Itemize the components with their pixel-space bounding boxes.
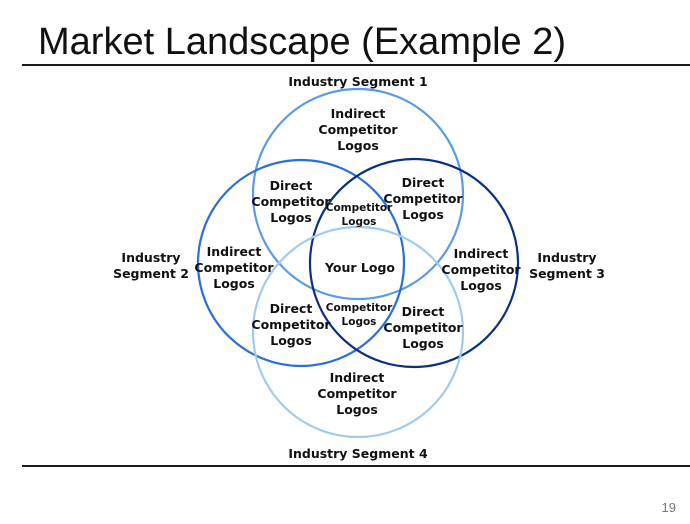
segment-3-label: Industry Segment 3 bbox=[529, 250, 605, 281]
segment-2-label: Industry Segment 2 bbox=[113, 250, 189, 281]
circle-segment-1 bbox=[251, 87, 465, 301]
title-divider bbox=[22, 64, 690, 66]
lower-center-competitor-logos: Competitor Logos bbox=[325, 302, 393, 328]
upper-center-competitor-logos: Competitor Logos bbox=[325, 202, 393, 228]
center-your-logo: Your Logo bbox=[325, 260, 395, 275]
lower-right-direct-logos: Direct Competitor Logos bbox=[383, 304, 463, 351]
segment-1-label: Industry Segment 1 bbox=[288, 74, 428, 89]
circle-segment-4 bbox=[251, 225, 465, 439]
right-indirect-logos: Indirect Competitor Logos bbox=[441, 246, 521, 293]
page-number: 19 bbox=[661, 500, 676, 515]
top-indirect-logos: Indirect Competitor Logos bbox=[318, 106, 398, 153]
upper-right-direct-logos: Direct Competitor Logos bbox=[383, 175, 463, 222]
bottom-indirect-logos: Indirect Competitor Logos bbox=[317, 370, 397, 417]
circle-segment-2 bbox=[196, 158, 406, 368]
circle-segment-3 bbox=[308, 157, 520, 369]
left-indirect-logos: Indirect Competitor Logos bbox=[194, 244, 274, 291]
upper-left-direct-logos: Direct Competitor Logos bbox=[251, 178, 331, 225]
segment-4-label: Industry Segment 4 bbox=[288, 446, 428, 461]
footer-divider bbox=[22, 465, 690, 467]
lower-left-direct-logos: Direct Competitor Logos bbox=[251, 301, 331, 348]
slide-title: Market Landscape (Example 2) bbox=[38, 21, 567, 63]
